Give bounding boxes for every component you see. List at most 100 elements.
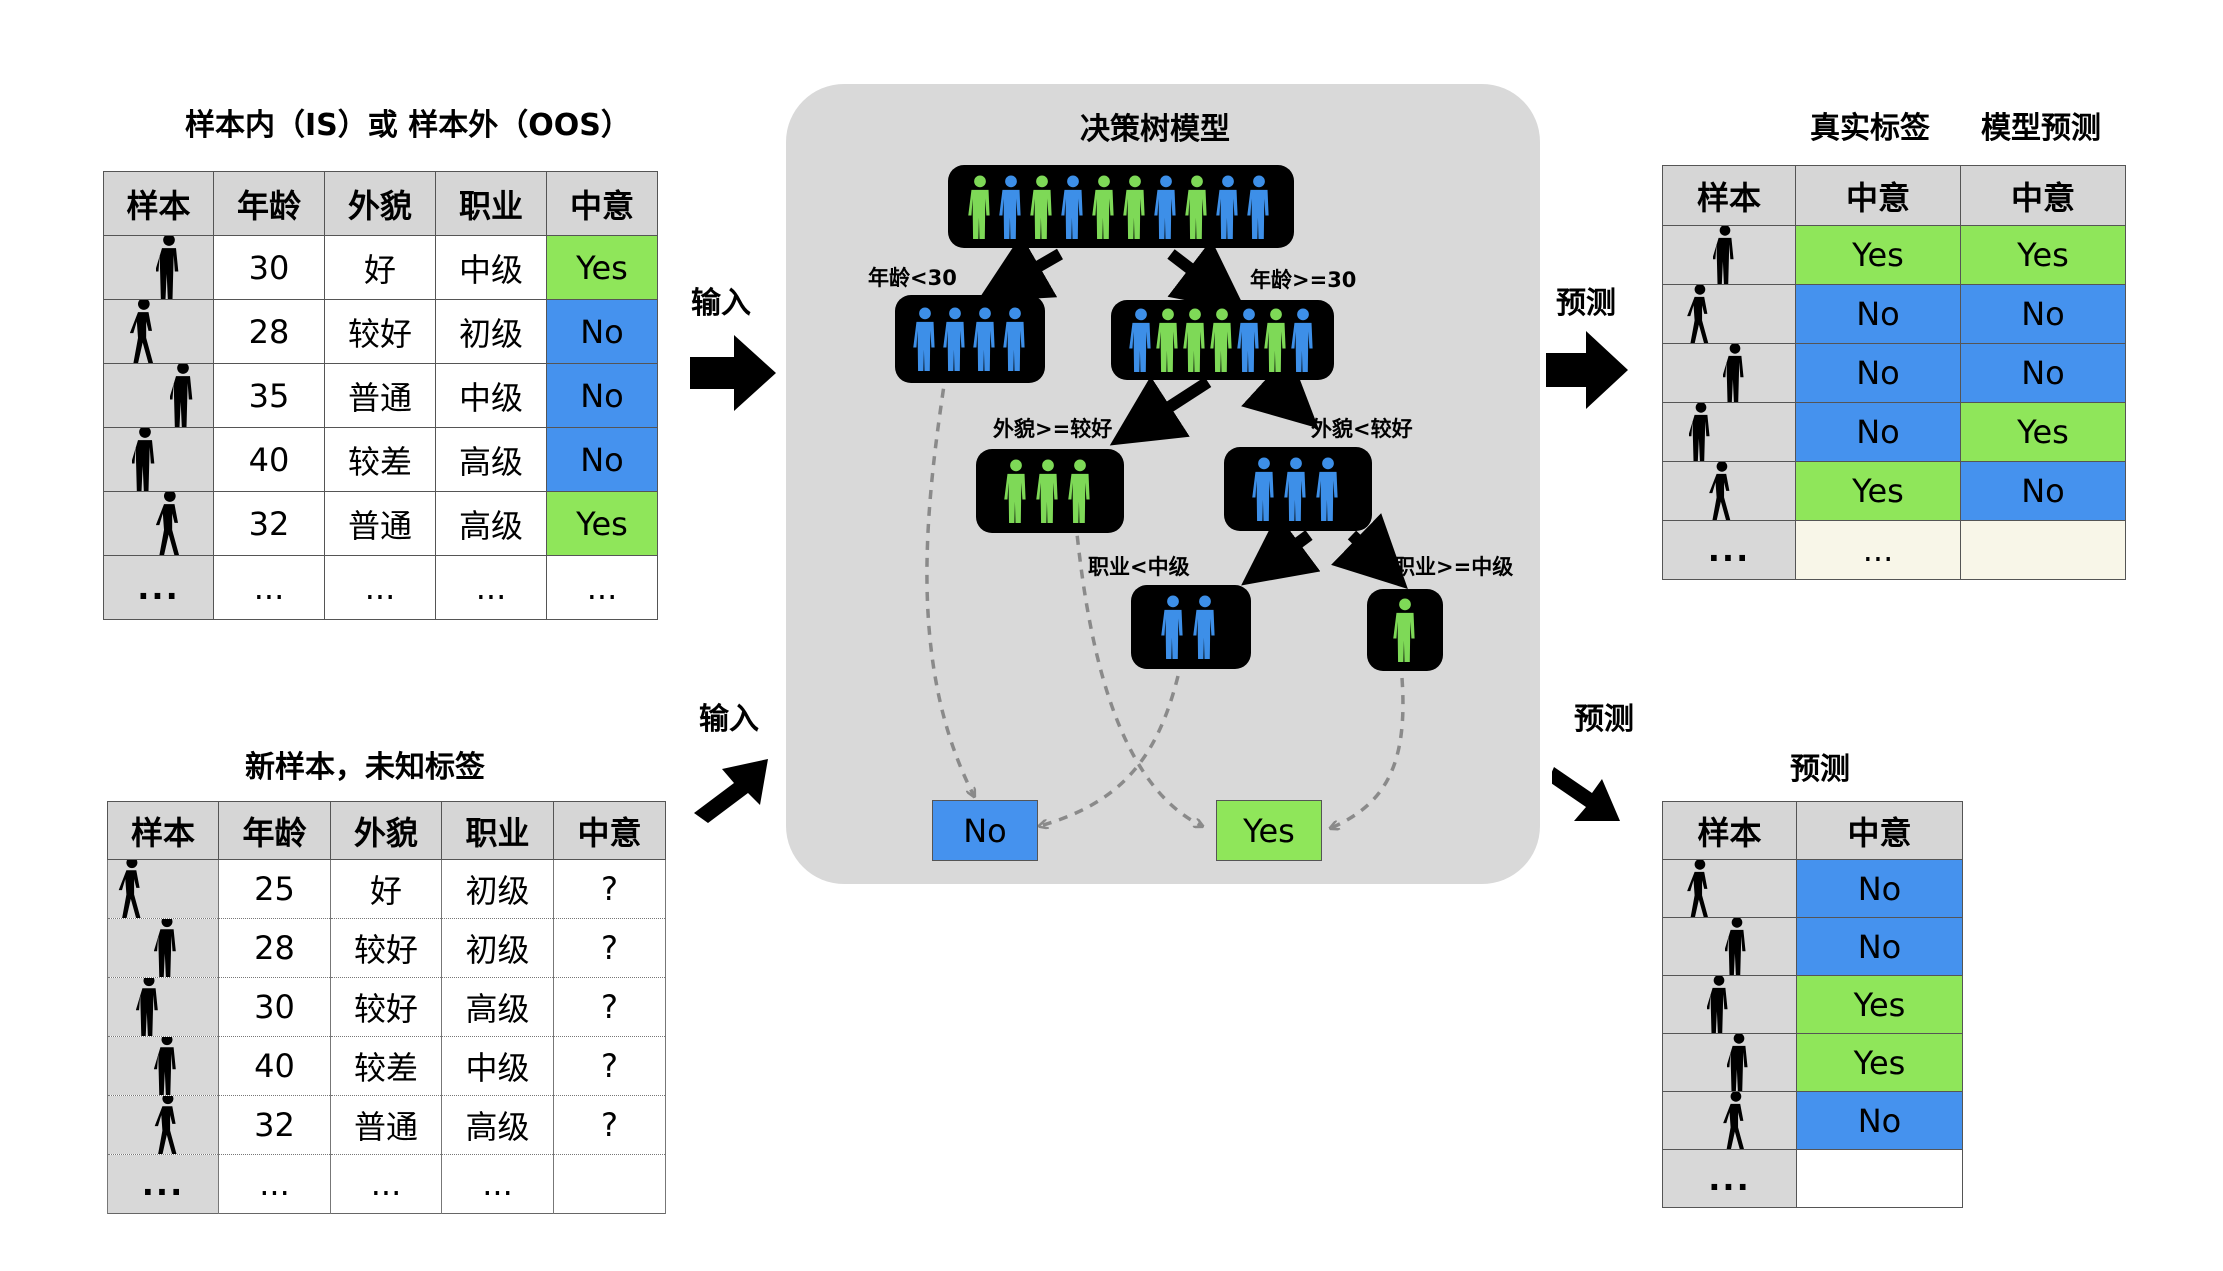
table-row: No No xyxy=(1662,284,2126,344)
look-cell: 普通 xyxy=(324,363,436,428)
ellipsis-cell: ... xyxy=(1662,1149,1797,1208)
person-group-icon xyxy=(913,307,1025,371)
sample-person-icon xyxy=(1662,1033,1797,1092)
leaf-yes: Yes xyxy=(1216,800,1322,861)
cond-look-lt: 外貌<较好 xyxy=(1311,417,1413,441)
true-label-cell: No xyxy=(1795,284,1961,344)
input-arrow-top xyxy=(690,335,776,411)
tree-node-age-ge xyxy=(1111,300,1334,380)
tree-edges xyxy=(925,234,1408,884)
person-group-icon xyxy=(968,175,1269,239)
true-label-cell: Yes xyxy=(1795,461,1961,521)
ellipsis-cell: ... xyxy=(324,555,436,620)
cond-age-lt: 年龄<30 xyxy=(868,266,957,290)
compare-table: 样本 中意 中意 Yes Yes No No No No No Yes Yes … xyxy=(1662,165,2126,580)
is-oos-table: 样本 年龄 外貌 职业 中意 30 好 中级 Yes 28 较好 初级 No 3… xyxy=(103,171,658,620)
dashed-path xyxy=(925,371,1405,828)
table-row: ... ... xyxy=(1662,520,2126,580)
header-look: 外貌 xyxy=(330,801,442,860)
look-cell: 普通 xyxy=(330,1095,442,1155)
sample-person-icon xyxy=(1662,859,1797,918)
predict-label-bottom: 预测 xyxy=(1574,702,1634,737)
sample-person-icon xyxy=(1662,1091,1797,1150)
label-cell: No xyxy=(546,299,658,364)
label-cell: ? xyxy=(553,859,666,919)
sample-person-icon xyxy=(1662,461,1796,521)
table-row: 32 普通 高级 ? xyxy=(107,1095,666,1155)
header-pred-label: 中意 xyxy=(1796,801,1963,860)
pred-label-cell: No xyxy=(1796,1091,1963,1150)
table-row: 28 较好 初级 ? xyxy=(107,918,666,978)
pred-label-cell: Yes xyxy=(1796,975,1963,1034)
table-row: ... xyxy=(1662,1149,1963,1208)
table-row: No No xyxy=(1662,343,2126,403)
table-row: 40 较差 中级 ? xyxy=(107,1036,666,1096)
sample-person-icon xyxy=(1662,284,1796,344)
age-cell: 35 xyxy=(213,363,325,428)
age-cell: 28 xyxy=(218,918,331,978)
sample-person-icon xyxy=(1662,402,1796,462)
age-cell: 40 xyxy=(213,427,325,492)
age-cell: 30 xyxy=(218,977,331,1037)
header-label: 中意 xyxy=(546,171,658,236)
table-row: No xyxy=(1662,1091,1963,1150)
label-cell: ? xyxy=(553,977,666,1037)
label-cell: Yes xyxy=(546,235,658,300)
look-cell: 较差 xyxy=(324,427,436,492)
cond-job-lt: 职业<中级 xyxy=(1088,555,1190,579)
sample-person-icon xyxy=(103,363,214,428)
true-label-cell: Yes xyxy=(1795,225,1961,285)
sample-person-icon xyxy=(107,918,219,978)
ellipsis-cell xyxy=(553,1154,666,1214)
age-cell: 32 xyxy=(213,491,325,556)
sample-person-icon xyxy=(1662,225,1796,285)
new-sample-table: 样本 年龄 外貌 职业 中意 25 好 初级 ? 28 较好 初级 ? 30 较… xyxy=(107,801,666,1214)
sample-person-icon xyxy=(103,235,214,300)
person-group-icon xyxy=(1393,598,1415,662)
pred-label-cell: Yes xyxy=(1960,225,2126,285)
table-row: 35 普通 中级 No xyxy=(103,363,658,428)
header-true-label: 中意 xyxy=(1795,165,1961,226)
header-look: 外貌 xyxy=(324,171,436,236)
table-row: 30 较好 高级 ? xyxy=(107,977,666,1037)
true-label-cell: No xyxy=(1795,343,1961,403)
age-cell: 40 xyxy=(218,1036,331,1096)
leaf-no: No xyxy=(932,800,1038,861)
look-cell: 较好 xyxy=(330,977,442,1037)
job-cell: 初级 xyxy=(435,299,547,364)
pred-label-cell: Yes xyxy=(1960,402,2126,462)
sample-person-icon xyxy=(107,859,219,919)
header-job: 职业 xyxy=(441,801,554,860)
pred-label-cell: No xyxy=(1960,284,2126,344)
new-table-title: 新样本，未知标签 xyxy=(245,750,485,785)
model-title: 决策树模型 xyxy=(1080,112,1230,147)
input-label-top: 输入 xyxy=(691,286,751,321)
table-row: 25 好 初级 ? xyxy=(107,859,666,919)
input-arrow-bottom xyxy=(694,759,768,823)
look-cell: 较好 xyxy=(330,918,442,978)
header-sample: 样本 xyxy=(103,171,214,236)
tree-root-node xyxy=(948,165,1294,248)
person-group-icon xyxy=(1004,459,1090,523)
sample-person-icon xyxy=(103,491,214,556)
ellipsis-cell: ... xyxy=(435,555,547,620)
header-label: 中意 xyxy=(553,801,666,860)
table-row: Yes xyxy=(1662,975,1963,1034)
table-row: No xyxy=(1662,917,1963,976)
job-cell: 高级 xyxy=(441,977,554,1037)
predict-arrow-bottom xyxy=(1552,767,1620,821)
sample-person-icon xyxy=(107,1095,219,1155)
is-oos-table-title: 样本内（IS）或 样本外（OOS） xyxy=(185,108,631,143)
pred-label-cell: No xyxy=(1796,859,1963,918)
tree-node-look-ge xyxy=(976,449,1124,533)
tree-edge xyxy=(976,234,1408,590)
ellipsis-cell: ... xyxy=(1662,520,1796,580)
pred-table-title: 预测 xyxy=(1790,752,1850,787)
sample-person-icon xyxy=(107,1036,219,1096)
pred-label-cell: No xyxy=(1960,461,2126,521)
job-cell: 高级 xyxy=(435,427,547,492)
sample-person-icon xyxy=(1662,917,1797,976)
ellipsis-cell: ... xyxy=(1795,520,1961,580)
job-cell: 初级 xyxy=(441,859,554,919)
table-row: ... ... ... ... ... xyxy=(103,555,658,620)
